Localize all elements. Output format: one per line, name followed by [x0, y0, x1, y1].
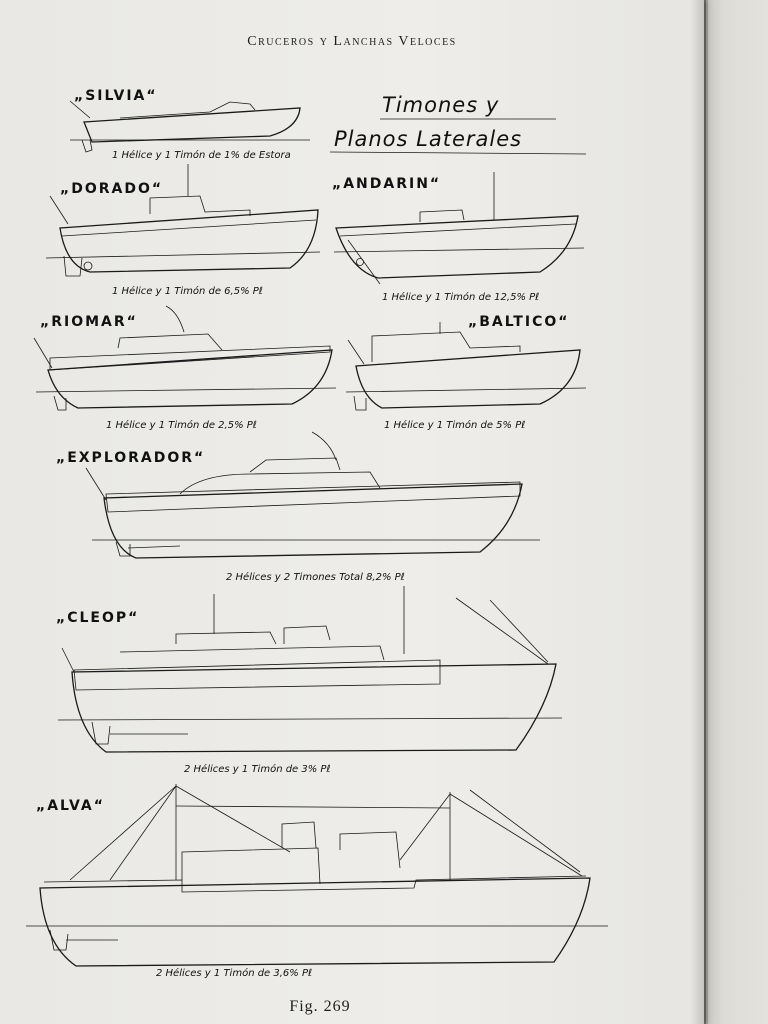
cleop-rudder: [91, 721, 111, 745]
baltico-rudder: [353, 395, 367, 411]
dorado-propeller: [83, 261, 93, 271]
explorador-hull: [103, 483, 523, 559]
cleop-hull: [71, 663, 557, 753]
title-underline-2: [329, 151, 587, 155]
boat-name-silvia: „SILVIA“: [74, 88, 158, 104]
explorador-shaft: [127, 545, 181, 549]
caption-dorado: 1 Hélice y 1 Timón de 6,5% Pℓ: [112, 285, 263, 297]
boat-dorado: „DORADO“ 1 Hélice y 1 Timón de 6,5% Pℓ: [45, 164, 321, 297]
baltico-cabin: [371, 331, 521, 362]
silvia-rudder: [81, 139, 93, 153]
alva-superstructure: [181, 847, 321, 885]
explorador-superstructure: [179, 471, 381, 495]
boat-name-explorador: „EXPLORADOR“: [56, 450, 205, 466]
caption-andarin: 1 Hélice y 1 Timón de 12,5% Pℓ: [382, 291, 539, 303]
andarin-cabin: [419, 209, 465, 222]
boat-alva: „ALVA“ 2 Hélices y 1 Timón de 3,6% Pℓ: [26, 784, 608, 979]
dorado-rudder: [63, 255, 83, 277]
facing-page-edge: [706, 0, 768, 1024]
andarin-hull: [335, 215, 579, 279]
plate-title: Timones y Planos Laterales: [329, 93, 587, 155]
cleop-tender: [175, 631, 277, 645]
running-head: Cruceros y Lanchas Veloces: [247, 34, 457, 49]
plate-title-line1: Timones y: [382, 93, 499, 117]
boat-name-riomar: „RIOMAR“: [40, 314, 138, 330]
riomar-hull: [47, 349, 333, 409]
silvia-hull: [83, 107, 301, 143]
alva-funnel: [281, 821, 317, 849]
boat-name-alva: „ALVA“: [36, 798, 105, 814]
andarin-rudder-stock: [347, 239, 381, 285]
alva-bridge: [339, 831, 401, 869]
ship-plate-figure: Timones y Planos Laterales „SILVIA“ 1 Hé…: [26, 88, 608, 979]
dorado-cabin: [149, 195, 251, 216]
boat-riomar: „RIOMAR“ 1 Hélice y 1 Timón de 2,5% Pℓ: [33, 305, 337, 431]
riomar-deckhouse: [49, 345, 331, 371]
explorador-bridge: [249, 457, 341, 473]
caption-explorador: 2 Hélices y 2 Timones Total 8,2% Pℓ: [226, 571, 405, 583]
alva-rudder: [49, 929, 69, 951]
cleop-deckhouse: [73, 659, 441, 691]
explorador-rudder: [115, 541, 131, 557]
explorador-deckhouse: [105, 481, 521, 513]
caption-riomar: 1 Hélice y 1 Timón de 2,5% Pℓ: [106, 419, 257, 431]
cleop-bridge: [283, 625, 331, 644]
caption-cleop: 2 Hélices y 1 Timón de 3% Pℓ: [184, 763, 331, 775]
riomar-rudder: [53, 395, 67, 411]
caption-baltico: 1 Hélice y 1 Timón de 5% Pℓ: [384, 419, 525, 431]
boat-name-andarin: „ANDARIN“: [332, 176, 441, 192]
figure-label: Fig. 269: [289, 998, 351, 1015]
caption-alva: 2 Hélices y 1 Timón de 3,6% Pℓ: [156, 967, 312, 979]
caption-silvia: 1 Hélice y 1 Timón de 1% de Estora: [112, 149, 291, 161]
cleop-upper-deck: [119, 645, 385, 661]
explorador-mast: [311, 431, 337, 461]
andarin-propeller: [356, 258, 364, 266]
dorado-hull: [59, 209, 319, 273]
boat-silvia: „SILVIA“ 1 Hélice y 1 Timón de 1% de Est…: [69, 88, 310, 161]
boat-explorador: „EXPLORADOR“ 2 Hélices y 2 Timones Total…: [56, 431, 540, 583]
boat-name-baltico: „BALTICO“: [468, 314, 569, 330]
boat-andarin: „ANDARIN“ 1 Hélice y 1 Timón de 12,5% Pℓ: [332, 172, 585, 303]
plate-title-line2: Planos Laterales: [334, 127, 522, 151]
baltico-hull: [355, 349, 581, 409]
riomar-mast: [165, 305, 185, 333]
boat-name-dorado: „DORADO“: [60, 181, 163, 197]
riomar-cabin: [117, 333, 223, 351]
boat-baltico: „BALTICO“ 1 Hélice y 1 Timón de 5% Pℓ: [345, 314, 587, 431]
page-gutter-shadow: [690, 0, 708, 1024]
boat-cleop: „CLEOP“ 2 Hélices y 1 Timón de 3% Pℓ: [56, 586, 563, 775]
alva-main-deck: [43, 875, 587, 893]
boat-name-cleop: „CLEOP“: [56, 610, 139, 626]
alva-hull: [39, 877, 591, 967]
